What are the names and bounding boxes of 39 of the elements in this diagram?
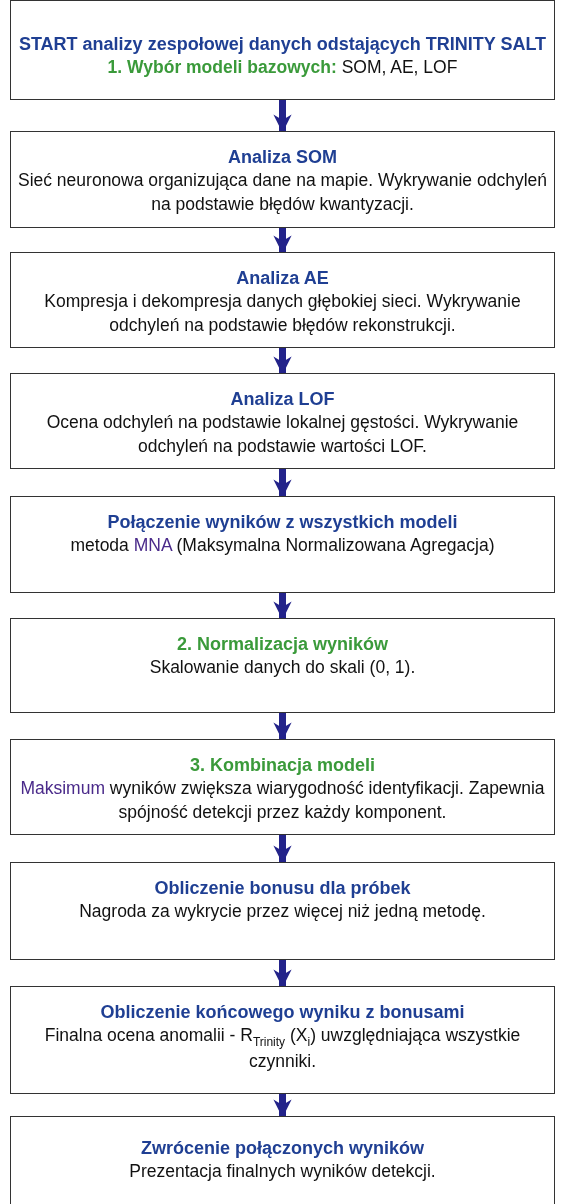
box-description: metoda MNA (Maksymalna Normalizowana Agregacja) (70, 534, 495, 558)
arrow (273, 960, 292, 988)
box-heading: Obliczenie końcowego wyniku z bonusami (100, 1001, 465, 1024)
box-heading: Obliczenie bonusu dla próbek (154, 877, 411, 900)
arrow (273, 1094, 292, 1118)
box-heading: Analiza AE (236, 267, 329, 290)
box-description: Sieć neuronowa organizująca dane na mapie. Wykrywanie odchyleń na podstawie błędów kwantyzacji. (16, 169, 548, 216)
box-heading: START analizy zespołowej danych odstających TRINITY SALT (18, 33, 547, 56)
process-box (10, 131, 555, 228)
process-box (10, 1116, 555, 1204)
box-description: Finalna ocena anomalii - R$_{Trinity}$ (X$_{i}$) uwzględniająca wszystkie czynniki. (43, 1024, 522, 1074)
arrow (273, 593, 292, 620)
process-box (10, 862, 555, 960)
box-heading: Połączenie wyników z wszystkich modeli (107, 511, 458, 534)
box-description: Kompresja i dekompresja danych głębokiej sieci. Wykrywanie odchyleń na podstawie błędów rekonstrukcji. (43, 290, 522, 337)
arrow (273, 228, 292, 254)
process-box (10, 986, 555, 1094)
box-heading: 2. Normalizacja wyników (176, 633, 389, 656)
box-description: 1. Wybór modeli bazowych: SOM, AE, LOF (107, 56, 458, 80)
arrow (273, 100, 292, 133)
arrow (273, 835, 292, 864)
process-box (10, 373, 555, 469)
box-heading: Zwrócenie połączonych wyników (140, 1137, 425, 1160)
arrow (273, 348, 292, 375)
process-box (10, 496, 555, 593)
box-heading: 3. Kombinacja modeli (189, 754, 375, 777)
box-heading: Analiza SOM (228, 146, 337, 169)
process-box (10, 252, 555, 348)
box-description: Maksimum wyników zwiększa wiarygodność identyfikacji. Zapewnia spójność detekcji przez każdy komponent. (19, 777, 546, 824)
arrow (273, 713, 292, 741)
process-box (10, 0, 555, 100)
process-box (10, 618, 555, 713)
box-description: Nagroda za wykrycie przez więcej niż jedną metodę. (79, 900, 486, 924)
box-description: Skalowanie danych do skali (0, 1). (149, 656, 416, 680)
box-description: Ocena odchyleń na podstawie lokalnej gęstości. Wykrywanie odchyleń na podstawie wartości LOF. (45, 411, 520, 458)
process-box (10, 739, 555, 835)
box-description: Prezentacja finalnych wyników detekcji. (129, 1160, 436, 1184)
box-heading: Analiza LOF (230, 388, 335, 411)
arrow (273, 469, 292, 498)
